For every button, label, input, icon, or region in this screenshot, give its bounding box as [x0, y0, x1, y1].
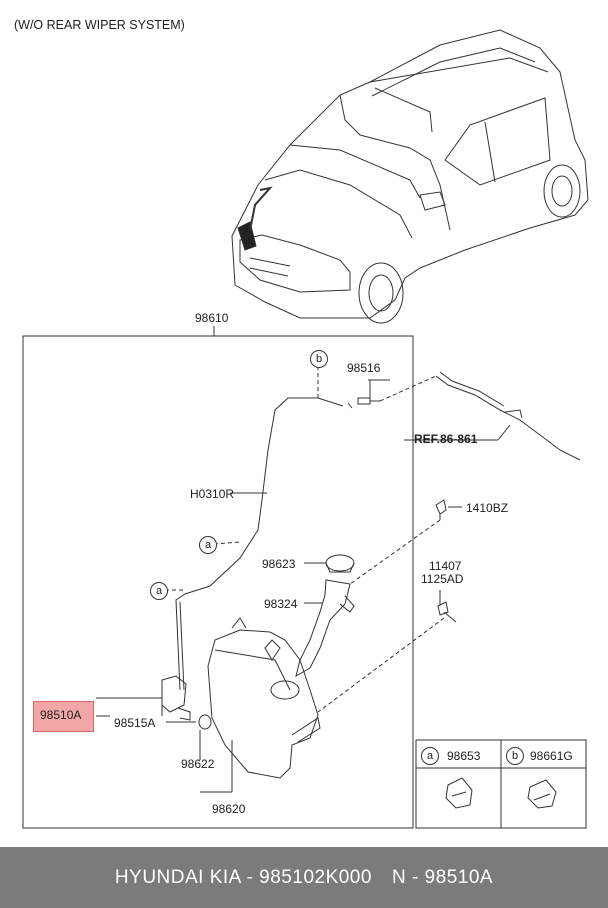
- callout-a-lower: a: [150, 582, 168, 600]
- nozzle-98516: [357, 397, 371, 405]
- car-illustration: [231, 29, 589, 324]
- legend-label-a: 98653: [447, 749, 481, 763]
- legend-callout-b: b: [506, 747, 524, 765]
- filler-neck: [295, 579, 351, 678]
- label-ref: REF.86-861: [414, 432, 478, 446]
- pump-98510a: [161, 675, 187, 713]
- ref-hose: [435, 375, 581, 461]
- footer-bar: HYUNDAI KIA - 985102K000 N - 98510A: [0, 847, 608, 908]
- label-98324: 98324: [264, 597, 298, 611]
- footer-alt-number: N - 98510A: [391, 866, 494, 888]
- footer-part-number: HYUNDAI KIA - 985102K000: [114, 866, 372, 888]
- legend-callout-a: a: [421, 747, 439, 765]
- cap-98623: [325, 554, 355, 572]
- label-assembly: 98610: [195, 311, 229, 325]
- header-note: (W/O REAR WIPER SYSTEM): [14, 18, 185, 32]
- label-98516: 98516: [347, 361, 381, 375]
- label-98510a: 98510A: [40, 708, 82, 722]
- highlight-98510a: [33, 701, 94, 732]
- seal-98622: [198, 714, 212, 730]
- legend-label-b: 98661G: [530, 749, 573, 763]
- parts-diagram: [22, 29, 589, 829]
- label-98620: 98620: [212, 802, 246, 816]
- label-98623: 98623: [262, 557, 296, 571]
- label-1410bz: 1410BZ: [466, 501, 509, 515]
- assembly-frame: [22, 335, 414, 829]
- label-98622: 98622: [181, 757, 215, 771]
- label-hose: H0310R: [190, 487, 235, 501]
- bolt-1410bz: [435, 499, 462, 520]
- washer-tank: [207, 629, 319, 779]
- callout-a-upper: a: [199, 536, 217, 554]
- label-11407: 11407: [429, 559, 462, 573]
- bolt-11407: [437, 601, 457, 623]
- washer-hose: [175, 397, 344, 691]
- clip-b: [527, 779, 557, 809]
- clip-a: [445, 777, 473, 809]
- callout-b-top: b: [310, 350, 328, 368]
- label-98515a: 98515A: [114, 716, 156, 730]
- label-1125ad: 1125AD: [421, 572, 464, 586]
